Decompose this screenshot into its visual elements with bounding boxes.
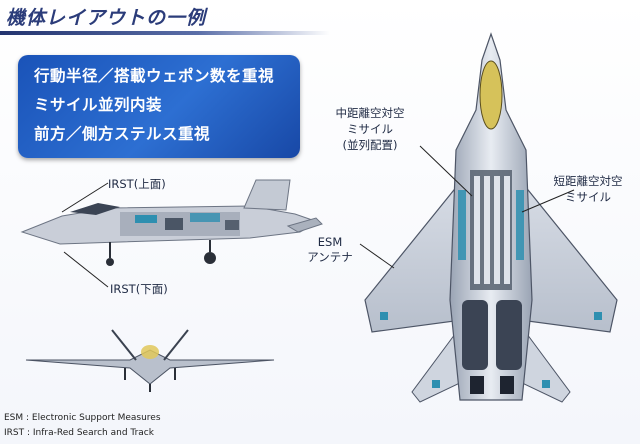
- esm-antenna-label: ESM アンテナ: [307, 235, 353, 264]
- irst-bottom-label: IRST(下面): [110, 282, 168, 296]
- title-underline: [0, 31, 330, 35]
- front-view-aircraft: [25, 329, 275, 392]
- nose-wheel: [106, 258, 114, 266]
- main-wheel: [204, 252, 216, 264]
- requirement-1: 行動半径／搭載ウェポン数を重視: [34, 67, 275, 85]
- abbreviation-irst: IRST : Infra-Red Search and Track: [4, 428, 154, 438]
- abbreviation-esm: ESM : Electronic Support Measures: [4, 413, 161, 423]
- requirement-3: 前方／側方ステルス重視: [34, 125, 211, 143]
- mid-range-missile-label: 中距離空対空 ミサイル (並列配置): [335, 106, 405, 152]
- short-range-missile-label: 短距離空対空 ミサイル: [553, 174, 623, 204]
- top-view-aircraft: [364, 32, 618, 403]
- side-view-aircraft: [20, 179, 323, 266]
- mid-range-missile-leader: [419, 145, 473, 197]
- irst-top-leader: [61, 182, 109, 213]
- requirements-box: [18, 55, 300, 158]
- requirement-2: ミサイル並列内装: [34, 96, 163, 114]
- esm-antenna-leader: [359, 243, 395, 269]
- short-range-missile-leader: [521, 189, 575, 213]
- irst-top-label: IRST(上面): [108, 177, 166, 191]
- page-title: 機体レイアウトの一例: [6, 7, 207, 29]
- irst-bottom-leader: [63, 251, 109, 288]
